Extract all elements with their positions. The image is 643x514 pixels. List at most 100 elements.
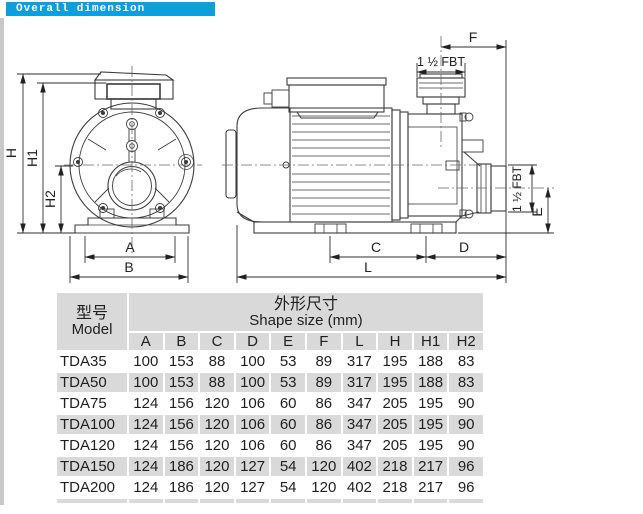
column-header-C: C xyxy=(200,333,234,350)
value-cell: 53 xyxy=(279,353,297,370)
model-cell: TDA35 xyxy=(60,353,107,370)
value-cell: 188 xyxy=(418,353,444,370)
column-header-H1: H1 xyxy=(413,333,448,350)
value-cell: 106 xyxy=(240,395,266,412)
dim-label-H2: H2 xyxy=(42,190,58,208)
value-cell: 100 xyxy=(129,373,163,392)
value-cell: 83 xyxy=(457,353,475,370)
value-cell: 89 xyxy=(306,373,341,392)
value-cell: 195 xyxy=(418,395,444,412)
value-cell: 88 xyxy=(200,373,234,392)
shape-size-header-en: Shape size (mm) xyxy=(249,311,363,329)
value-cell: 90 xyxy=(449,415,483,434)
partial-row-cell xyxy=(342,499,377,503)
value-cell: 153 xyxy=(164,373,199,392)
page-edge-strip xyxy=(0,18,4,505)
value-cell: 195 xyxy=(382,353,408,370)
value-cell: 402 xyxy=(342,457,377,476)
column-header-B: B xyxy=(164,333,199,350)
partial-row-cell xyxy=(200,499,234,503)
value-cell: 402 xyxy=(346,479,372,496)
value-cell: 124 xyxy=(129,457,163,476)
technical-drawing: H H1 H2 A B C D L F E 1 ½ FBT 1 ½ FBT xyxy=(3,29,554,283)
dim-label-A: A xyxy=(125,239,135,255)
value-cell: 120 xyxy=(311,479,337,496)
value-cell: 347 xyxy=(346,395,372,412)
side-view-drawing xyxy=(225,73,507,234)
shape-size-header: 外形尺寸 Shape size (mm) xyxy=(129,293,483,331)
model-cell: TDA120 xyxy=(60,437,116,454)
value-cell: 156 xyxy=(168,395,194,412)
value-cell: 83 xyxy=(449,373,483,392)
value-cell: 195 xyxy=(413,415,448,434)
value-cell: 124 xyxy=(133,479,159,496)
value-cell: 205 xyxy=(382,437,408,454)
value-cell: 124 xyxy=(133,437,159,454)
model-header-zh: 型号 xyxy=(75,305,108,322)
model-cell: TDA150 xyxy=(57,457,127,476)
side-port-thread-label: 1 ½ FBT xyxy=(510,165,524,212)
value-cell: 88 xyxy=(208,353,226,370)
value-cell: 217 xyxy=(418,479,444,496)
column-header-H2: H2 xyxy=(449,333,483,350)
section-title: Overall dimension xyxy=(16,3,146,15)
value-cell: 106 xyxy=(235,415,270,434)
column-header-E: E xyxy=(271,333,305,350)
shape-size-header-zh: 外形尺寸 xyxy=(273,295,338,313)
value-cell: 218 xyxy=(378,457,412,476)
value-cell: 120 xyxy=(204,395,230,412)
value-cell: 120 xyxy=(204,437,230,454)
value-cell: 127 xyxy=(240,479,266,496)
model-column-header: 型号 Model xyxy=(57,293,127,350)
value-cell: 106 xyxy=(240,437,266,454)
value-cell: 205 xyxy=(382,395,408,412)
partial-row-cell xyxy=(306,499,341,503)
partial-row-cell xyxy=(378,499,412,503)
value-cell: 347 xyxy=(346,437,372,454)
value-cell: 186 xyxy=(164,457,199,476)
value-cell: 317 xyxy=(342,373,377,392)
value-cell: 120 xyxy=(200,415,234,434)
value-cell: 100 xyxy=(240,353,266,370)
dim-label-H1: H1 xyxy=(24,149,40,167)
column-header-L: L xyxy=(342,333,377,350)
partial-row-cell xyxy=(164,499,199,503)
value-cell: 54 xyxy=(271,457,305,476)
model-cell: TDA75 xyxy=(60,395,107,412)
value-cell: 347 xyxy=(342,415,377,434)
centerlines xyxy=(64,36,554,256)
value-cell: 120 xyxy=(200,457,234,476)
value-cell: 217 xyxy=(413,457,448,476)
value-cell: 317 xyxy=(346,353,372,370)
value-cell: 60 xyxy=(271,415,305,434)
model-cell: TDA50 xyxy=(57,373,127,392)
column-header-A: A xyxy=(129,333,163,350)
dim-label-E: E xyxy=(529,207,545,216)
model-cell: TDA200 xyxy=(60,479,116,496)
dim-label-C: C xyxy=(371,239,381,255)
partial-row-cell xyxy=(413,499,448,503)
model-cell: TDA100 xyxy=(57,415,127,434)
value-cell: 124 xyxy=(129,415,163,434)
value-cell: 60 xyxy=(279,437,297,454)
value-cell: 86 xyxy=(315,395,333,412)
value-cell: 156 xyxy=(168,437,194,454)
dimension-lines xyxy=(17,40,554,283)
value-cell: 218 xyxy=(382,479,408,496)
dim-label-F: F xyxy=(469,29,478,45)
value-cell: 195 xyxy=(378,373,412,392)
partial-row-cell xyxy=(129,499,163,503)
value-cell: 54 xyxy=(279,479,297,496)
dim-label-H: H xyxy=(3,148,19,158)
value-cell: 124 xyxy=(133,395,159,412)
partial-row-cell xyxy=(449,499,483,503)
value-cell: 100 xyxy=(235,373,270,392)
value-cell: 100 xyxy=(133,353,159,370)
value-cell: 90 xyxy=(457,395,475,412)
partial-row-cell xyxy=(271,499,305,503)
dim-label-B: B xyxy=(124,259,133,275)
value-cell: 156 xyxy=(164,415,199,434)
dim-label-L: L xyxy=(364,259,372,275)
value-cell: 86 xyxy=(315,437,333,454)
